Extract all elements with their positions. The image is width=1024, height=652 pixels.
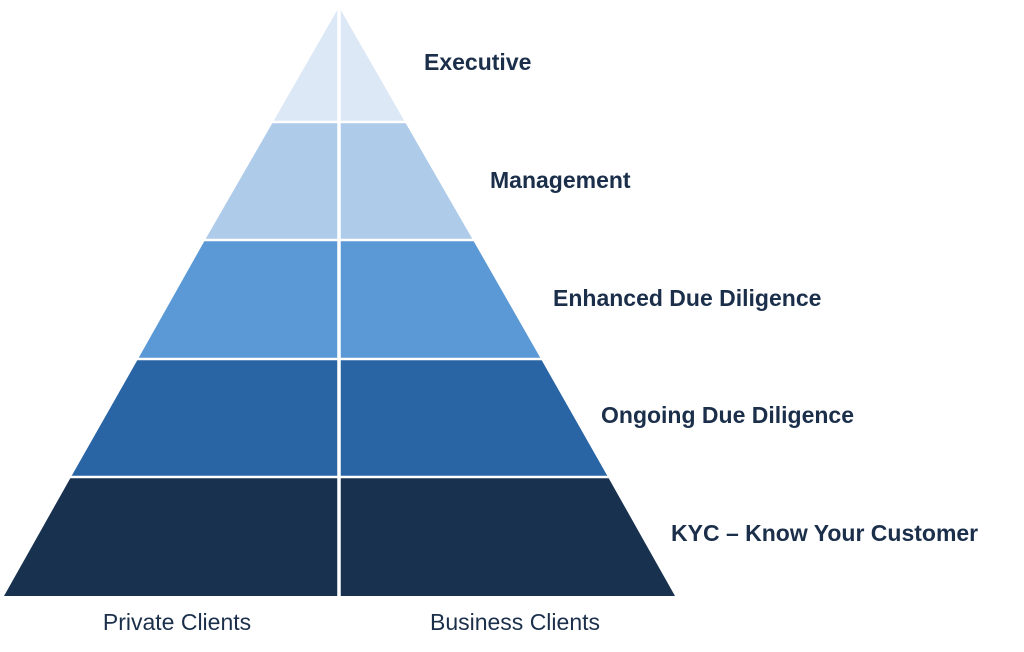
column-label-business-clients: Business Clients [430, 609, 600, 635]
tier-dividers [60, 7, 620, 597]
tier-kyc: KYC – Know Your Customer [4, 477, 978, 596]
tier-management-right-segment [339, 122, 473, 240]
tier-enhanced-due-diligence-right-segment [339, 240, 541, 359]
tier-enhanced-due-diligence-left-segment [138, 240, 339, 359]
tier-executive-left-segment [273, 7, 339, 122]
tier-enhanced-due-diligence-label: Enhanced Due Diligence [553, 285, 821, 311]
tier-ongoing-due-diligence: Ongoing Due Diligence [71, 359, 854, 477]
tier-ongoing-due-diligence-right-segment [339, 359, 608, 477]
tier-ongoing-due-diligence-label: Ongoing Due Diligence [601, 402, 854, 428]
tier-management: Management [205, 122, 631, 240]
tier-executive: Executive [273, 7, 531, 122]
tier-enhanced-due-diligence: Enhanced Due Diligence [138, 240, 821, 359]
tier-executive-label: Executive [424, 49, 531, 75]
tier-ongoing-due-diligence-left-segment [71, 359, 339, 477]
tier-management-left-segment [205, 122, 339, 240]
tier-kyc-left-segment [4, 477, 339, 596]
tier-kyc-right-segment [339, 477, 675, 596]
tier-executive-right-segment [339, 7, 405, 122]
tier-management-label: Management [490, 167, 631, 193]
column-label-private-clients: Private Clients [103, 609, 251, 635]
tier-kyc-label: KYC – Know Your Customer [671, 520, 978, 546]
